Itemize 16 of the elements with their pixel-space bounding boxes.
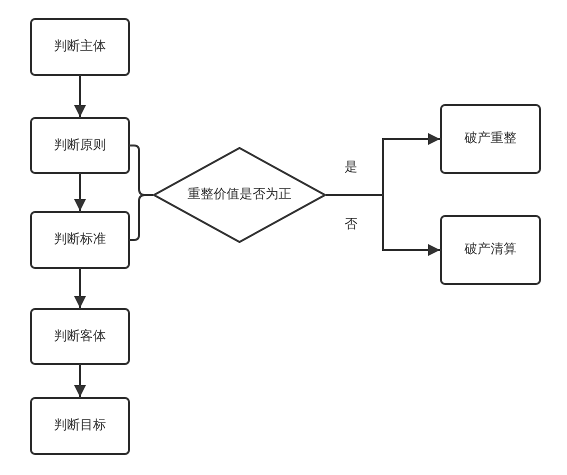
process-box: 判断客体 [30, 308, 130, 365]
process-box: 判断目标 [30, 397, 130, 455]
process-box: 破产重整 [440, 104, 541, 174]
process-box: 判断标准 [30, 211, 130, 269]
process-box: 判断主体 [30, 18, 130, 76]
edge-label: 是 [344, 160, 358, 176]
process-box: 判断原则 [30, 117, 130, 174]
decision-diamond: 重整价值是否为正 [153, 147, 326, 243]
process-box: 破产清算 [440, 215, 541, 285]
arrow [326, 194, 440, 256]
arrow [74, 365, 86, 397]
arrow [74, 76, 86, 117]
arrow [74, 174, 86, 211]
brace-line [130, 194, 153, 241]
edge-label: 否 [344, 217, 358, 233]
arrow [74, 269, 86, 308]
